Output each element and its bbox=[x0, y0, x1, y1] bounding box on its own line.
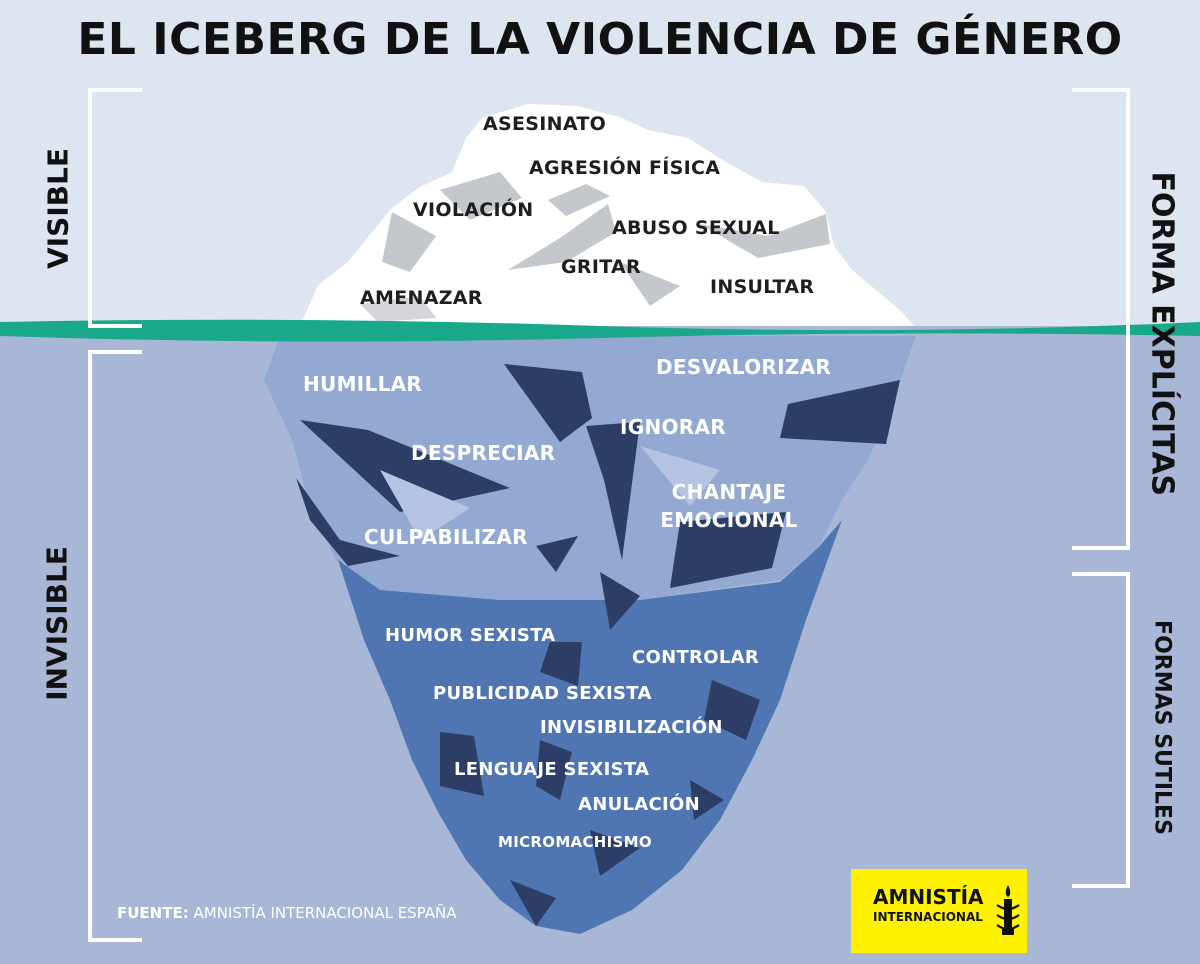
tip-facet bbox=[360, 296, 436, 322]
label-visible: VISIBLE bbox=[41, 148, 75, 269]
ice-facet bbox=[586, 422, 640, 560]
label-micromachismo: MICROMACHISMO bbox=[498, 833, 652, 851]
label-asesinato: ASESINATO bbox=[483, 113, 607, 135]
ice-facet bbox=[590, 830, 640, 876]
label-controlar: CONTROLAR bbox=[632, 647, 759, 668]
label-agresion-fisica: AGRESIÓN FÍSICA bbox=[529, 157, 721, 179]
tip-facet bbox=[620, 262, 680, 306]
ice-facet bbox=[690, 780, 724, 820]
ice-facet bbox=[504, 364, 592, 442]
tip-facet bbox=[440, 172, 522, 220]
source-label: FUENTE: bbox=[117, 904, 189, 922]
tip-facet bbox=[700, 214, 830, 258]
ice-facet bbox=[300, 420, 510, 512]
ice-facet-light bbox=[640, 446, 720, 506]
ice-facet bbox=[540, 642, 582, 686]
ice-facet bbox=[536, 536, 578, 572]
tip-facet bbox=[508, 204, 616, 270]
label-humor-sexista: HUMOR SEXISTA bbox=[385, 625, 556, 646]
ice-facet bbox=[704, 680, 760, 740]
page-title: EL ICEBERG DE LA VIOLENCIA DE GÉNERO bbox=[77, 14, 1123, 65]
label-violacion: VIOLACIÓN bbox=[413, 199, 534, 221]
ice-facet-light bbox=[380, 470, 470, 540]
ice-facet bbox=[600, 572, 640, 630]
label-abuso-sexual: ABUSO SEXUAL bbox=[612, 217, 780, 239]
candle-barbed-wire-icon bbox=[996, 885, 1020, 935]
source-credit: FUENTE: AMNISTÍA INTERNACIONAL ESPAÑA bbox=[117, 904, 457, 922]
ice-facet bbox=[536, 740, 572, 800]
label-subtle: FORMAS SUTILES bbox=[1149, 620, 1175, 835]
label-gritar: GRITAR bbox=[561, 256, 641, 278]
label-lenguaje-sexista: LENGUAJE SEXISTA bbox=[454, 759, 650, 780]
ice-facet bbox=[440, 732, 484, 796]
logo-line1: AMNISTÍA bbox=[873, 885, 984, 909]
label-invisibilizacion: INVISIBILIZACIÓN bbox=[540, 717, 723, 738]
label-amenazar: AMENAZAR bbox=[360, 287, 483, 309]
ice-facet bbox=[510, 880, 556, 926]
ice-facet bbox=[670, 512, 786, 588]
iceberg-underwater-deep bbox=[338, 520, 842, 934]
label-invisible: INVISIBLE bbox=[40, 546, 74, 701]
tip-facet bbox=[548, 184, 610, 216]
amnesty-logo: AMNISTÍA INTERNACIONAL bbox=[851, 869, 1027, 953]
bracket-visible bbox=[88, 88, 142, 328]
bracket-explicit bbox=[1072, 88, 1130, 550]
source-text: AMNISTÍA INTERNACIONAL ESPAÑA bbox=[188, 904, 457, 922]
label-insultar: INSULTAR bbox=[710, 276, 815, 298]
logo-text: AMNISTÍA INTERNACIONAL bbox=[873, 887, 984, 927]
ice-facet bbox=[296, 478, 400, 566]
bracket-invisible bbox=[88, 350, 142, 942]
label-despreciar: DESPRECIAR bbox=[411, 441, 556, 465]
logo-line2: INTERNACIONAL bbox=[873, 910, 983, 924]
label-culpabilizar: CULPABILIZAR bbox=[364, 525, 528, 549]
label-ignorar: IGNORAR bbox=[620, 415, 726, 439]
label-humillar: HUMILLAR bbox=[303, 372, 423, 396]
bracket-subtle bbox=[1072, 572, 1130, 888]
label-desvalorizar: DESVALORIZAR bbox=[656, 355, 832, 379]
tip-facet bbox=[382, 212, 436, 272]
ice-facet bbox=[780, 380, 900, 444]
label-publicidad-sexista: PUBLICIDAD SEXISTA bbox=[433, 683, 652, 704]
label-chantaje-emocional: CHANTAJE EMOCIONAL bbox=[660, 480, 798, 532]
waterline bbox=[0, 319, 1200, 342]
label-explicit: FORMA EXPLÍCITAS bbox=[1144, 171, 1180, 497]
label-anulacion: ANULACIÓN bbox=[578, 794, 700, 815]
